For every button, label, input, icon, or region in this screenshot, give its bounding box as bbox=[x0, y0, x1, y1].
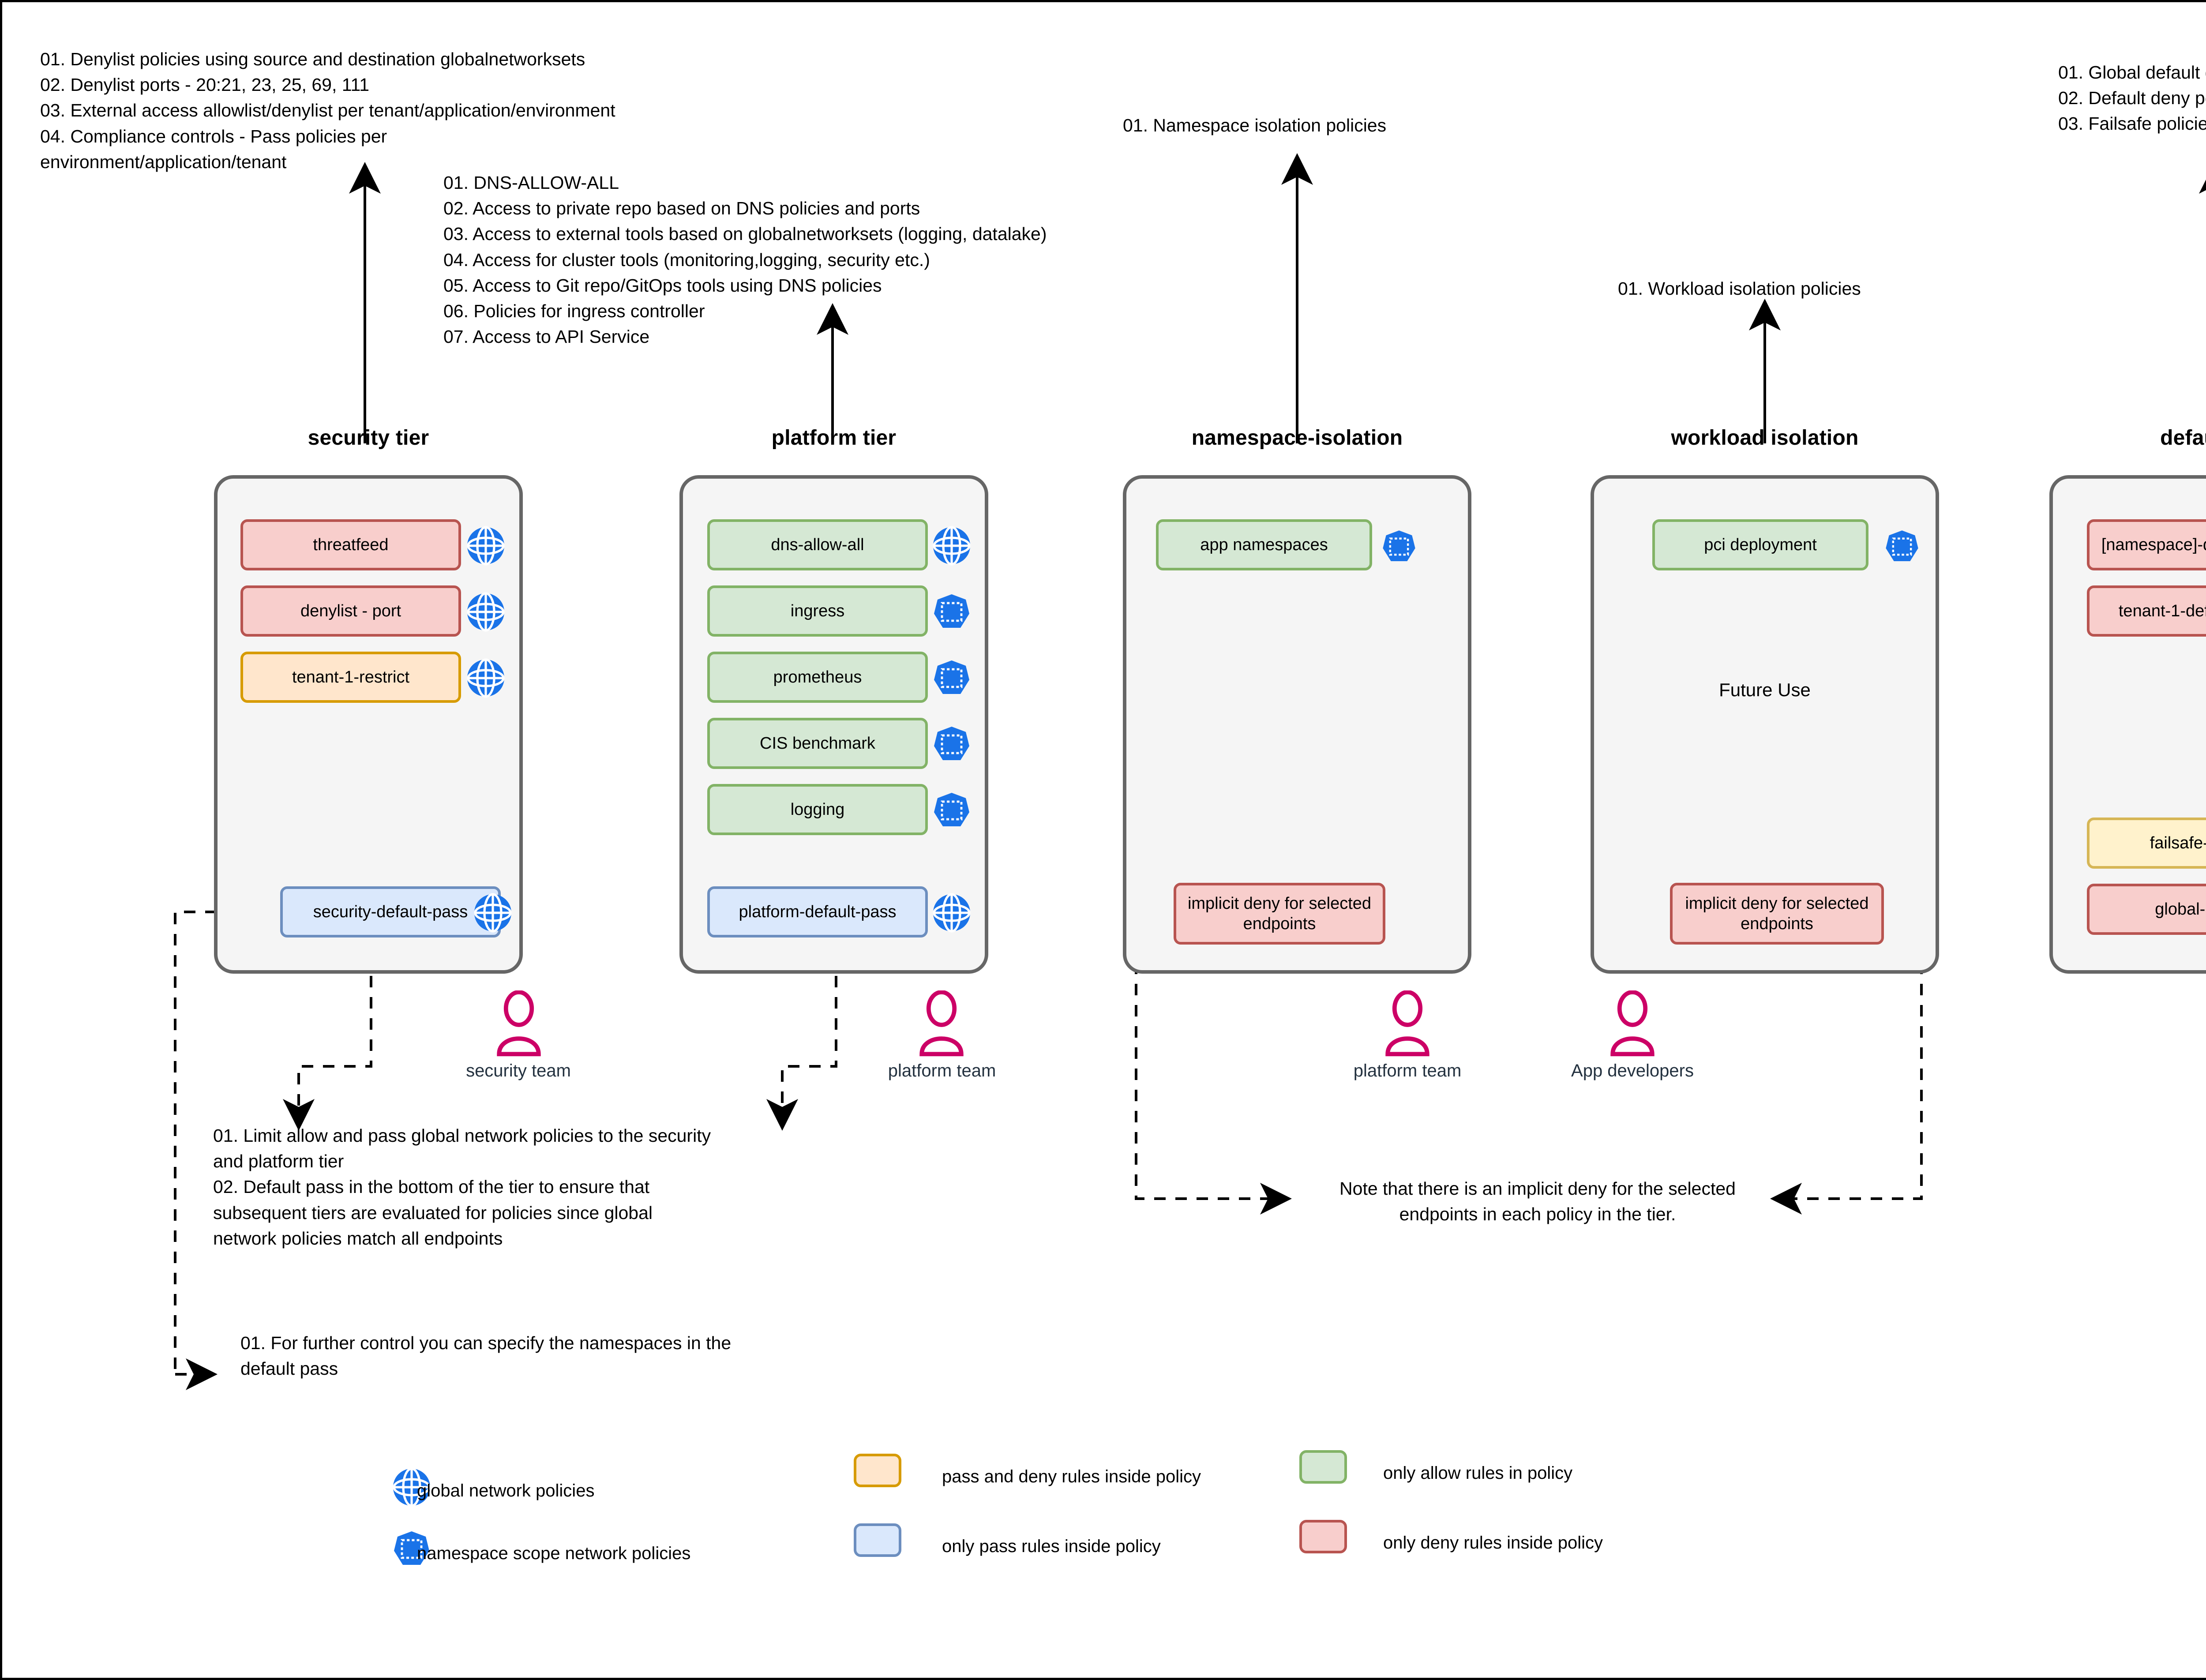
global-network-policy-icon bbox=[472, 892, 514, 936]
policy-pill-tenant-1-restrict[interactable]: tenant-1-restrict bbox=[240, 652, 461, 703]
policy-pill-dns-allow-all[interactable]: dns-allow-all bbox=[707, 519, 928, 570]
team-label-platform: platform team bbox=[888, 1061, 996, 1080]
platform-tier-annotation-list: 01. DNS-ALLOW-ALL 02. Access to private … bbox=[443, 172, 1047, 347]
namespace-scope-policy-icon bbox=[1380, 527, 1418, 568]
tier-title-namespace-isolation: namespace-isolation bbox=[1191, 426, 1403, 450]
legend-label-namespace-scope-policies: namespace scope network policies bbox=[417, 1544, 691, 1563]
legend-label-deny: only deny rules inside policy bbox=[1383, 1533, 1603, 1552]
policy-pill-implicit-deny-namespace[interactable]: implicit deny for selected endpoints bbox=[1174, 883, 1385, 945]
namespace-scope-policy-icon bbox=[1883, 527, 1921, 568]
team-label-workload-isolation: App developers bbox=[1571, 1061, 1694, 1080]
legend-swatch-allow bbox=[1299, 1450, 1347, 1484]
policy-pill-global-deny[interactable]: global-deny bbox=[2087, 884, 2206, 935]
policy-pill-prometheus[interactable]: prometheus bbox=[707, 652, 928, 703]
person-icon bbox=[1381, 990, 1433, 1060]
legend-label-pass: only pass rules inside policy bbox=[942, 1537, 1161, 1556]
policy-pill-logging[interactable]: logging bbox=[707, 784, 928, 835]
legend-swatch-pass bbox=[854, 1523, 901, 1557]
policy-pill-platform-default-pass[interactable]: platform-default-pass bbox=[707, 886, 928, 938]
namespace-scope-policy-icon bbox=[930, 789, 973, 834]
implicit-deny-note: Note that there is an implicit deny for … bbox=[1339, 1178, 1736, 1225]
global-network-policy-icon bbox=[465, 657, 507, 701]
team-label-security: security team bbox=[466, 1061, 571, 1080]
legend-swatch-mixed bbox=[854, 1454, 901, 1487]
future-use-label: Future Use bbox=[1719, 679, 1811, 700]
namespace-scope-policy-icon bbox=[930, 657, 973, 701]
namespace-scope-policy-icon bbox=[930, 591, 973, 635]
person-icon bbox=[915, 990, 968, 1060]
person-icon bbox=[493, 990, 545, 1060]
global-network-policy-icon bbox=[930, 892, 973, 936]
policy-pill-namespace-default-deny[interactable]: [namespace]-default-deny bbox=[2087, 519, 2206, 570]
default-tier-annotation-list: 01. Global default deny 02. Default deny… bbox=[2058, 62, 2206, 134]
tier-title-security: security tier bbox=[308, 426, 429, 450]
person-icon bbox=[1606, 990, 1658, 1060]
legend-label-allow: only allow rules in policy bbox=[1383, 1463, 1573, 1483]
legend-swatch-deny bbox=[1299, 1520, 1347, 1553]
policy-pill-failsafe-allow[interactable]: failsafe-allow bbox=[2087, 818, 2206, 869]
namespace-scope-policy-icon bbox=[390, 1528, 433, 1572]
tier-title-platform: platform tier bbox=[771, 426, 897, 450]
policy-pill-cis-benchmark[interactable]: CIS benchmark bbox=[707, 718, 928, 769]
namespace-isolation-annotation: 01. Namespace isolation policies bbox=[1123, 115, 1387, 135]
tier-title-workload-isolation: workload isolation bbox=[1671, 426, 1859, 450]
global-network-policy-icon bbox=[465, 525, 507, 569]
global-network-policy-icon bbox=[930, 525, 973, 569]
bottom-left-note: 01. Limit allow and pass global network … bbox=[213, 1125, 711, 1249]
global-network-policy-icon bbox=[390, 1466, 433, 1511]
team-label-namespace-isolation: platform team bbox=[1353, 1061, 1462, 1080]
tier-title-default: default tier bbox=[2160, 426, 2206, 450]
policy-pill-security-default-pass[interactable]: security-default-pass bbox=[280, 886, 501, 938]
policy-pill-tenant-1-default-deny[interactable]: tenant-1-default-deny bbox=[2087, 585, 2206, 637]
global-network-policy-icon bbox=[465, 591, 507, 635]
legend-label-global-network-policies: global network policies bbox=[417, 1481, 595, 1500]
workload-isolation-annotation: 01. Workload isolation policies bbox=[1618, 278, 1861, 299]
security-tier-annotation-list: 01. Denylist policies using source and d… bbox=[40, 49, 615, 172]
policy-pill-threatfeed[interactable]: threatfeed bbox=[240, 519, 461, 570]
namespace-scope-policy-icon bbox=[930, 723, 973, 768]
policy-pill-implicit-deny-workload[interactable]: implicit deny for selected endpoints bbox=[1670, 883, 1884, 945]
policy-pill-ingress[interactable]: ingress bbox=[707, 585, 928, 637]
policy-pill-pci-deployment[interactable]: pci deployment bbox=[1652, 519, 1868, 570]
policy-pill-app-namespaces[interactable]: app namespaces bbox=[1156, 519, 1372, 570]
legend-label-mixed: pass and deny rules inside policy bbox=[942, 1467, 1201, 1486]
further-control-note: 01. For further control you can specify … bbox=[240, 1333, 732, 1379]
policy-pill-denylist-port[interactable]: denylist - port bbox=[240, 585, 461, 637]
